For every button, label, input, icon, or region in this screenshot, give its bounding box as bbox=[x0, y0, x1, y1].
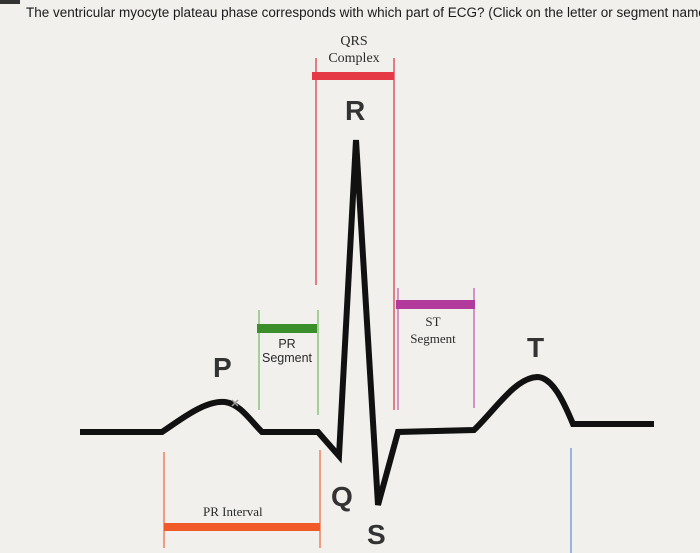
pr-segment-label-line1: PR bbox=[278, 337, 296, 351]
st-segment-label-line1: ST bbox=[425, 314, 441, 329]
q-wave-label[interactable]: Q bbox=[331, 481, 353, 512]
p-wave-label[interactable]: P bbox=[213, 352, 232, 383]
ecg-trace bbox=[80, 139, 654, 506]
st-segment-bar[interactable] bbox=[396, 300, 475, 309]
qrs-label-line1: QRS bbox=[340, 34, 368, 49]
pr-segment-label-line2: Segment bbox=[261, 351, 313, 365]
cursor-mark bbox=[231, 399, 239, 407]
st-segment-label-line2: Segment bbox=[410, 331, 456, 346]
pr-interval-label[interactable]: PR Interval bbox=[203, 504, 263, 519]
pr-segment-bar[interactable] bbox=[257, 324, 317, 333]
qrs-bar[interactable] bbox=[312, 72, 394, 80]
pr-interval-bar[interactable] bbox=[164, 523, 320, 531]
s-wave-label[interactable]: S bbox=[367, 519, 386, 550]
t-wave-label[interactable]: T bbox=[527, 332, 545, 363]
st-segment-label[interactable]: ST Segment bbox=[403, 313, 463, 347]
qrs-label-line2: Complex bbox=[328, 51, 380, 66]
r-wave-label[interactable]: R bbox=[345, 95, 366, 126]
question-text: The ventricular myocyte plateau phase co… bbox=[26, 5, 700, 20]
pr-segment-label[interactable]: PR Segment bbox=[258, 337, 316, 365]
qrs-complex-label[interactable]: QRS Complex bbox=[322, 33, 386, 67]
window-edge bbox=[0, 0, 20, 4]
